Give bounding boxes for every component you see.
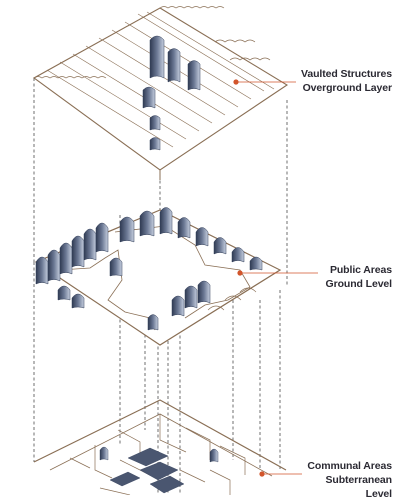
layer-label-communal-line3: Level — [365, 488, 392, 500]
layer-label-vaulted-line2: Overground Layer — [302, 82, 393, 94]
layer-label-public: Public Areas Ground Level — [325, 263, 393, 291]
layer-label-communal-line1: Communal Areas — [307, 460, 392, 472]
layer-label-vaulted-line1: Vaulted Structures — [301, 68, 392, 80]
ground-level-layer — [34, 207, 282, 346]
subterranean-layer — [33, 399, 287, 495]
leader-lines — [233, 79, 318, 477]
layer-label-public-line1: Public Areas — [329, 264, 392, 276]
layer-label-public-line2: Ground Level — [325, 278, 393, 290]
layer-label-vaulted: Vaulted Structures Overground Layer — [301, 67, 392, 95]
leader-dot-communal — [259, 471, 265, 477]
leader-dot-vaulted — [233, 79, 239, 85]
vaulted-roof-layer — [32, 6, 289, 180]
leader-dot-public — [237, 270, 243, 276]
layer-label-communal-line2: Subterranean — [325, 474, 393, 486]
